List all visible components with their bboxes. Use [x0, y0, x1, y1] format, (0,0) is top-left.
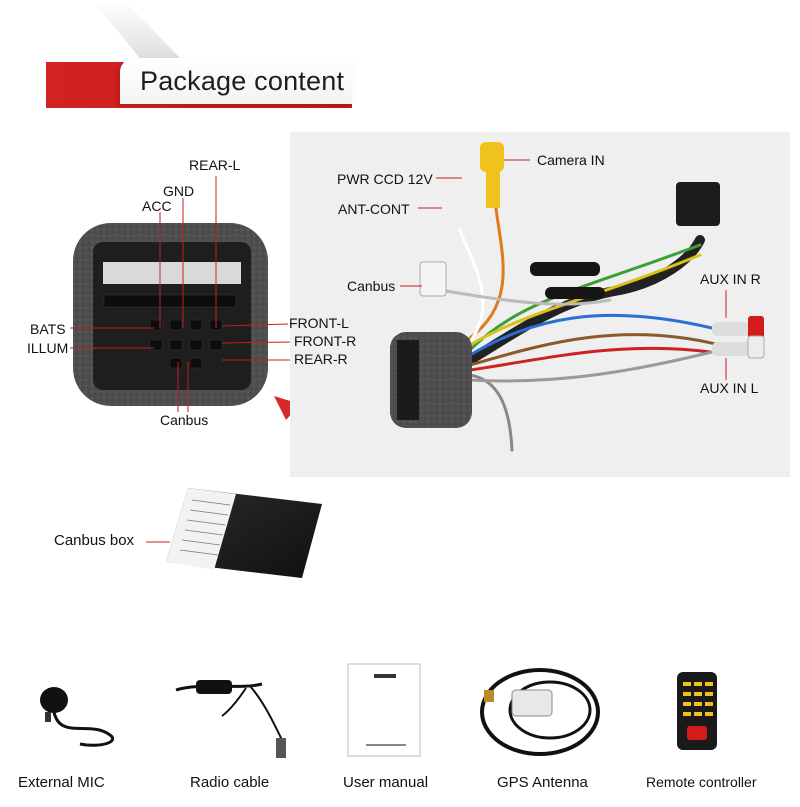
- harness-label-ant-cont: ANT-CONT: [338, 201, 410, 217]
- caption-radio-cable: Radio cable: [190, 774, 270, 791]
- page-title: Package content: [140, 66, 345, 96]
- aux-rca-plugs: [712, 316, 765, 359]
- harness-label-canbus: Canbus: [347, 278, 396, 294]
- pin-label-bats: BATS: [30, 321, 66, 337]
- harness-label-aux-in-l: AUX IN L: [700, 380, 759, 396]
- main-connector-image: [70, 176, 293, 412]
- pin-label-gnd: GND: [163, 183, 195, 199]
- caption-user-manual: User manual: [343, 774, 429, 791]
- iso-connector: [676, 182, 720, 226]
- canbus-box-label: Canbus box: [54, 532, 135, 549]
- harness-label-camera-in: Camera IN: [537, 152, 605, 168]
- remote-control-icon: [677, 672, 717, 750]
- caption-external-mic: External MIC: [18, 774, 105, 791]
- pin-label-rear-r: REAR-R: [294, 351, 348, 367]
- harness-label-aux-in-r: AUX IN R: [700, 271, 761, 287]
- caption-remote-controller: Remote controller: [646, 774, 757, 790]
- caption-gps-antenna: GPS Antenna: [497, 774, 588, 791]
- banner-white-tab: [120, 58, 352, 104]
- canbus-box-image: [146, 488, 322, 578]
- pin-label-front-l: FRONT-L: [289, 315, 349, 331]
- pin-label-rear-l: REAR-L: [189, 157, 241, 173]
- pin-label-front-r: FRONT-R: [294, 333, 357, 349]
- pin-label-illum: ILLUM: [27, 340, 69, 356]
- radio-cable-icon: [175, 680, 286, 758]
- gps-antenna-icon: [480, 668, 600, 756]
- microphone-icon: [40, 687, 114, 747]
- manual-icon: [347, 663, 421, 757]
- pin-label-acc: ACC: [142, 198, 172, 214]
- harness-label-pwr-ccd: PWR CCD 12V: [337, 171, 433, 187]
- pin-label-canbus: Canbus: [160, 412, 209, 428]
- canbus-plug: [419, 261, 447, 297]
- camera-rca-plug: [480, 142, 504, 208]
